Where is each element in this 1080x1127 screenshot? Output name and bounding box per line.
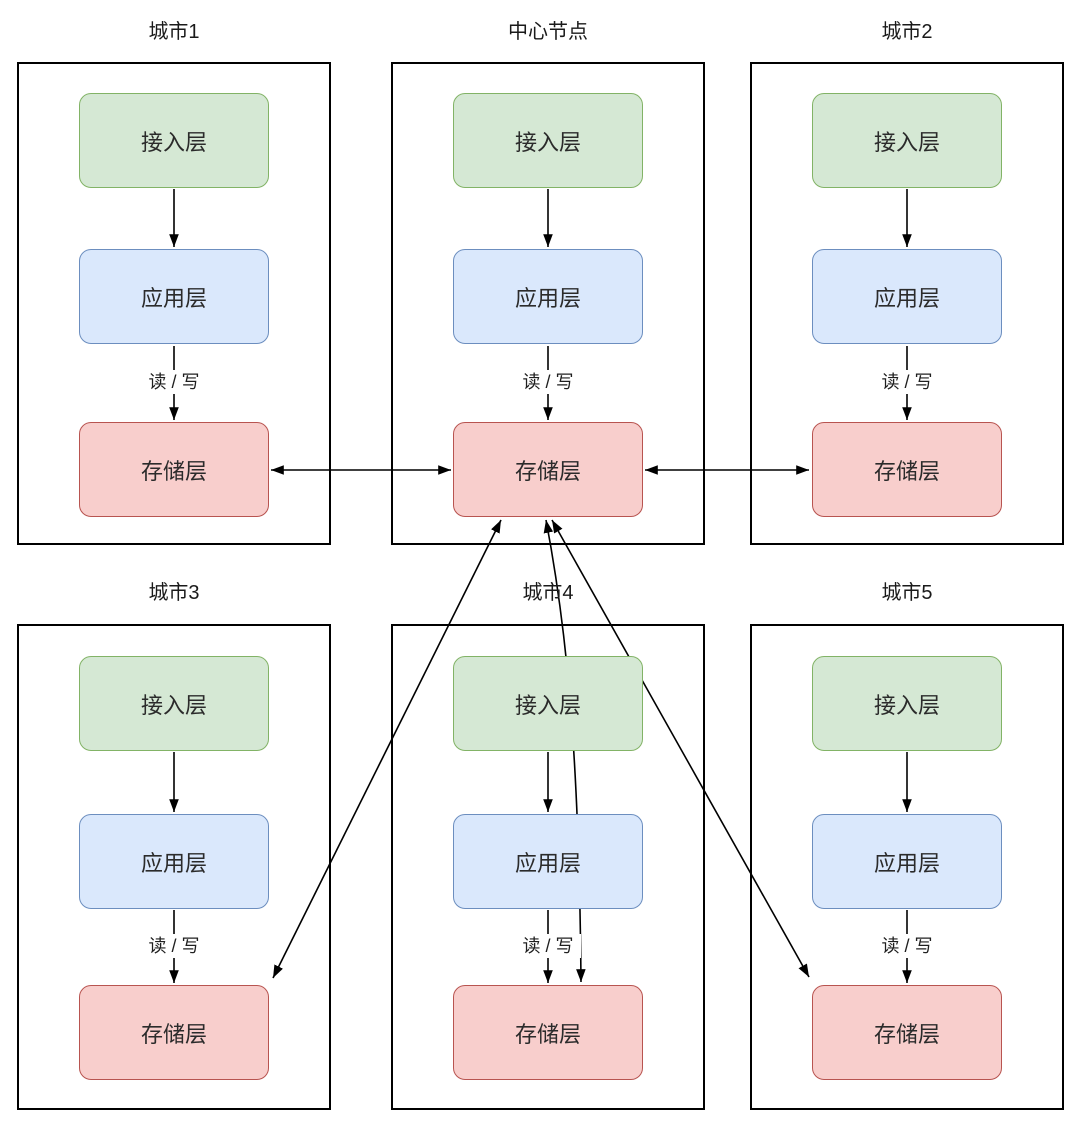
node-access-center: 接入层 — [453, 93, 643, 188]
node-app-center: 应用层 — [453, 249, 643, 344]
node-app-city1: 应用层 — [79, 249, 269, 344]
rw-label-center: 读 / 写 — [515, 370, 581, 394]
rw-label-city3: 读 / 写 — [141, 934, 207, 958]
node-app-city3: 应用层 — [79, 814, 269, 909]
node-storage-center: 存储层 — [453, 422, 643, 517]
group-title-city5: 城市5 — [881, 582, 933, 604]
node-access-city2: 接入层 — [812, 93, 1002, 188]
rw-label-city4: 读 / 写 — [515, 934, 581, 958]
sync-edge-center-city3 — [272, 519, 502, 979]
node-access-city5: 接入层 — [812, 656, 1002, 751]
rw-label-city1: 读 / 写 — [141, 370, 207, 394]
node-access-city4: 接入层 — [453, 656, 643, 751]
node-app-city4: 应用层 — [453, 814, 643, 909]
group-title-center: 中心节点 — [508, 21, 588, 43]
node-storage-city3: 存储层 — [79, 985, 269, 1080]
node-app-city5: 应用层 — [812, 814, 1002, 909]
group-title-city4: 城市4 — [522, 582, 574, 604]
node-storage-city2: 存储层 — [812, 422, 1002, 517]
group-title-city3: 城市3 — [148, 582, 200, 604]
node-access-city3: 接入层 — [79, 656, 269, 751]
group-title-city1: 城市1 — [148, 21, 200, 43]
rw-label-city2: 读 / 写 — [874, 370, 940, 394]
group-title-city2: 城市2 — [881, 21, 933, 43]
node-access-city1: 接入层 — [79, 93, 269, 188]
node-app-city2: 应用层 — [812, 249, 1002, 344]
rw-label-city5: 读 / 写 — [874, 934, 940, 958]
node-storage-city1: 存储层 — [79, 422, 269, 517]
node-storage-city4: 存储层 — [453, 985, 643, 1080]
sync-edge-center-city5 — [551, 519, 810, 978]
node-storage-city5: 存储层 — [812, 985, 1002, 1080]
